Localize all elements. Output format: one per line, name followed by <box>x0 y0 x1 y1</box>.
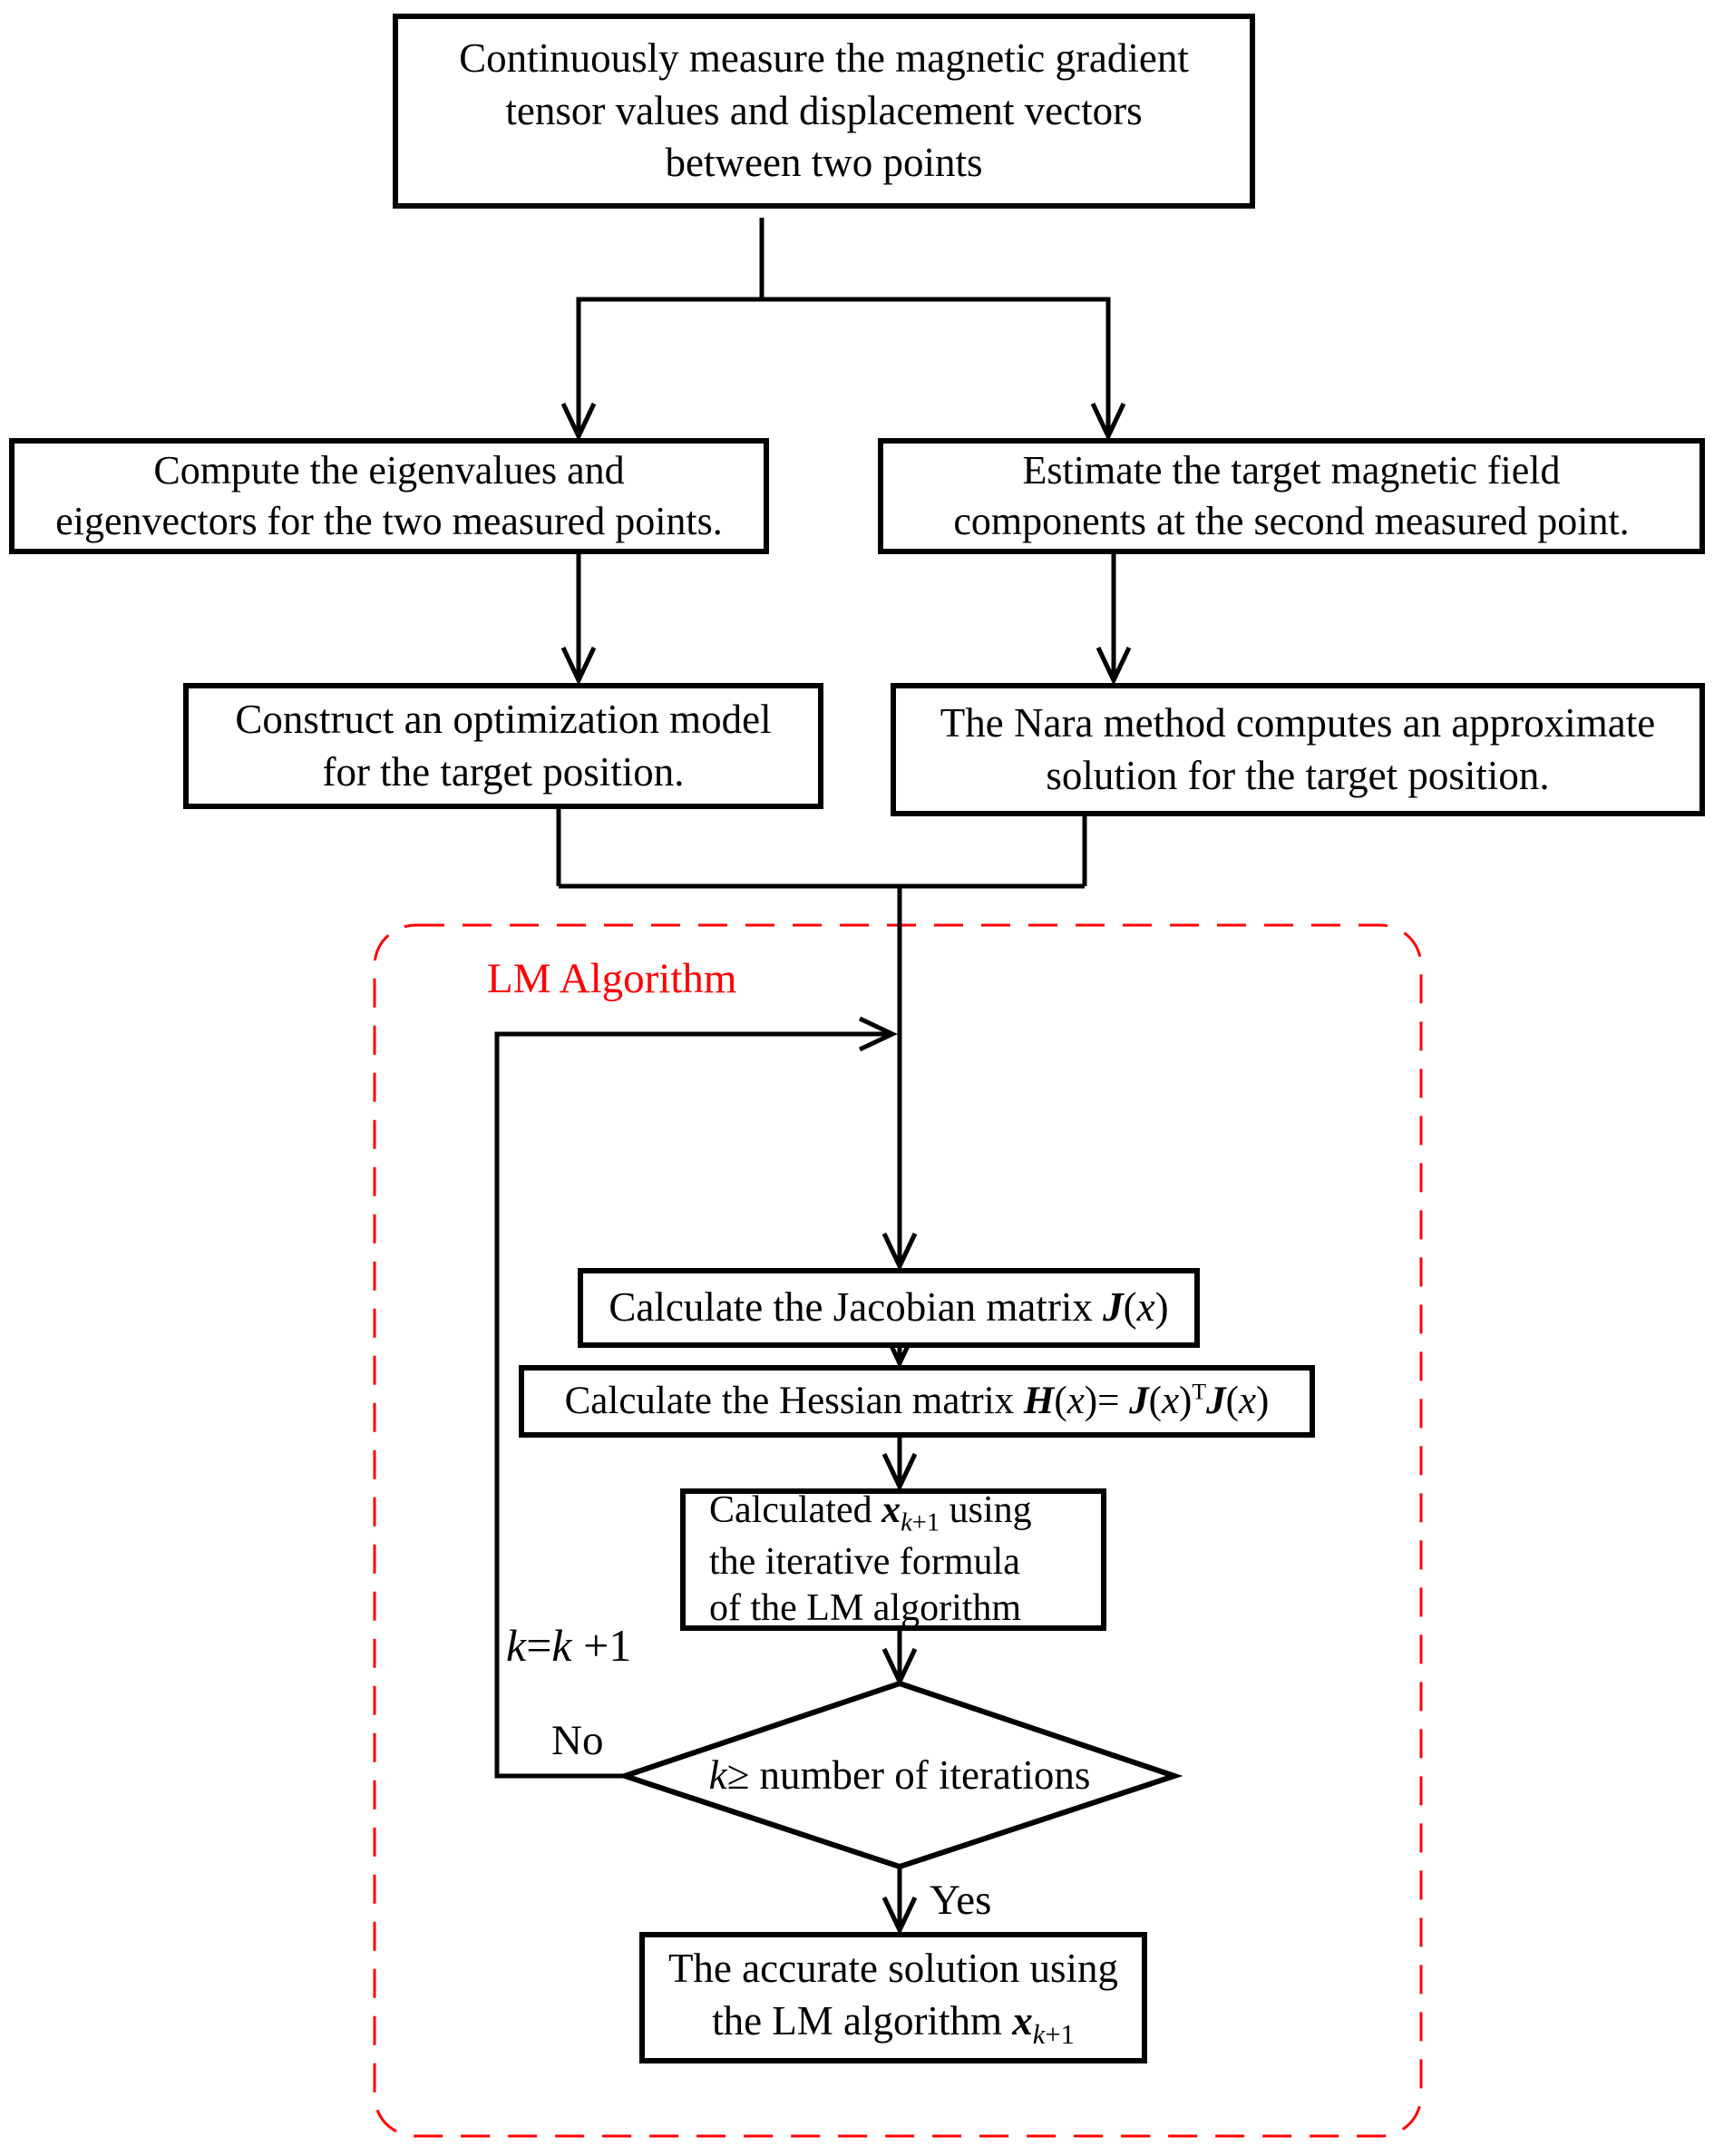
arrowhead-to-jacobian <box>881 1232 918 1272</box>
box-text-line: components at the second measured point. <box>953 499 1630 543</box>
box-text-line: Estimate the target magnetic field <box>1022 447 1561 493</box>
arrowhead-loop-merge <box>858 1016 898 1052</box>
iterate-step-box: Calculated xk+1 using the iterative form… <box>680 1488 1106 1631</box>
decision-label: k ≥ number of iterations <box>708 1752 1091 1798</box>
loop-no-connector <box>494 1031 889 1779</box>
box-text-line: Calculated xk+1 using <box>709 1488 1032 1537</box>
box-text-line: eigenvectors for the two measured points… <box>55 499 723 543</box>
jacobian-step-box: Calculate the Jacobian matrix J(x) <box>578 1268 1200 1348</box>
merge-connector <box>556 809 1087 1263</box>
eigen-step-box: Compute the eigenvalues and eigenvectors… <box>9 438 769 554</box>
no-label: No <box>551 1717 604 1764</box>
box-text-line: The Nara method computes an approximate <box>940 699 1656 746</box>
box-text-line: Continuously measure the magnetic gradie… <box>459 35 1189 82</box>
arrow-split-from-measure <box>576 218 1111 434</box>
measure-step-box: Continuously measure the magnetic gradie… <box>393 14 1255 209</box>
arrowhead-to-final <box>881 1896 918 1936</box>
k-update-label: k=k +1 <box>506 1620 632 1671</box>
box-text-line: tensor values and displacement vectors <box>505 87 1143 133</box>
box-text-line: The accurate solution using <box>667 1946 1119 1992</box>
box-text-line: the LM algorithm xk+1 <box>712 1997 1075 2050</box>
arrowhead-to-estimate <box>1090 402 1126 442</box>
decision-diamond <box>616 1680 1183 1870</box>
yes-label: Yes <box>930 1877 992 1924</box>
arrowhead-to-nara <box>1096 646 1132 686</box>
arrowhead-to-iterate <box>881 1452 918 1492</box>
nara-step-box: The Nara method computes an approximate … <box>891 683 1705 816</box>
box-text-line: Calculate the Hessian matrix H(x)= J(x)T… <box>564 1379 1270 1423</box>
lm-algorithm-label: LM Algorithm <box>487 955 737 1002</box>
arrowhead-to-eigen <box>560 402 597 442</box>
hessian-step-box: Calculate the Hessian matrix H(x)= J(x)T… <box>519 1365 1315 1438</box>
box-text-line: Construct an optimization model <box>235 696 772 742</box>
box-text-line: of the LM algorithm <box>709 1587 1022 1630</box>
box-text-line: solution for the target position. <box>1046 752 1550 798</box>
final-step-box: The accurate solution using the LM algor… <box>639 1932 1147 2063</box>
box-text-line: Calculate the Jacobian matrix J(x) <box>609 1284 1169 1331</box>
estimate-step-box: Estimate the target magnetic field compo… <box>878 438 1705 554</box>
box-text-line: for the target position. <box>322 748 685 795</box>
box-text-line: the iterative formula <box>709 1540 1020 1583</box>
box-text-line: between two points <box>665 140 983 186</box>
arrowhead-to-optimize <box>560 646 597 686</box>
box-text-line: Compute the eigenvalues and <box>153 447 625 493</box>
optimize-step-box: Construct an optimization model for the … <box>183 683 823 809</box>
